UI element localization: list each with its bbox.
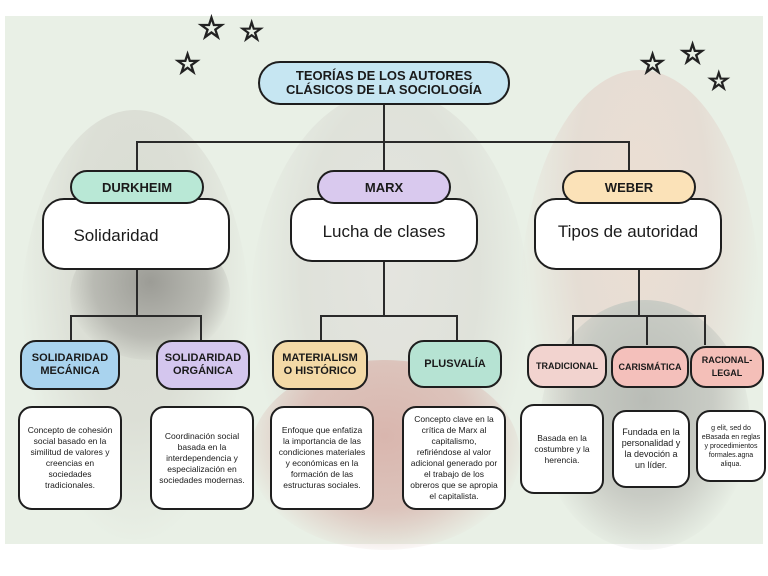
- connector-line: [70, 315, 72, 341]
- connector-line: [704, 315, 706, 345]
- diagram-title-text: TEORÍAS DE LOS AUTORES CLÁSICOS DE LA SO…: [286, 68, 482, 97]
- star-icon: ☆: [679, 38, 706, 69]
- star-icon: ☆: [707, 68, 730, 95]
- connector-line: [200, 315, 202, 341]
- weber-theme: Tipos de autoridad: [557, 222, 699, 241]
- star-icon: ☆: [239, 16, 264, 46]
- concept-label: CARISMÁTICA: [618, 361, 682, 372]
- description-text: Enfoque que enfatiza la importancia de l…: [278, 425, 366, 490]
- concept-tradicional: TRADICIONAL: [527, 344, 607, 388]
- connector-line: [136, 270, 138, 316]
- connector-line: [383, 262, 385, 316]
- weber-theme-box: Tipos de autoridad: [534, 198, 722, 270]
- concept-solidaridad-mecanica: SOLIDARIDAD MECÁNICA: [20, 340, 120, 390]
- concept-label: PLUSVALÍA: [424, 357, 486, 370]
- connector-line: [383, 141, 385, 171]
- weber-name: WEBER: [604, 179, 654, 195]
- concept-label: SOLIDARIDAD ORGÁNICA: [164, 352, 242, 377]
- star-icon: ☆: [174, 48, 201, 79]
- star-icon: ☆: [639, 48, 666, 79]
- concept-plusvalia: PLUSVALÍA: [408, 340, 502, 388]
- durkheim-name: DURKHEIM: [101, 179, 173, 195]
- star-icon: ☆: [197, 12, 225, 45]
- description-text: Basada en la costumbre y la herencia.: [534, 432, 590, 465]
- connector-line: [646, 315, 648, 345]
- connector-line: [136, 141, 138, 171]
- concept-label: TRADICIONAL: [536, 360, 598, 371]
- description-text: Coordinación social basada en la interde…: [159, 430, 245, 485]
- durkheim-theme: Solidaridad: [73, 226, 159, 245]
- description-racional-legal: g elit, sed do eBasada en reglas y proce…: [696, 410, 766, 482]
- marx-name: MARX: [364, 179, 404, 195]
- marx-name-box: MARX: [317, 170, 451, 204]
- description-text: Concepto de cohesión social basado en la…: [27, 425, 113, 490]
- concept-label: MATERIALISMO HISTÓRICO: [282, 352, 358, 377]
- description-text: g elit, sed do eBasada en reglas y proce…: [701, 424, 761, 468]
- durkheim-name-box: DURKHEIM: [70, 170, 204, 204]
- durkheim-theme-box: Solidaridad: [42, 198, 230, 270]
- concept-label: RACIONAL-LEGAL: [701, 355, 753, 378]
- concept-carismatica: CARISMÁTICA: [611, 346, 689, 388]
- description-text: Concepto clave en la crítica de Marx al …: [410, 414, 498, 501]
- marx-theme-box: Lucha de clases: [290, 198, 478, 262]
- description-carismatica: Fundada en la personalidad y la devoción…: [612, 410, 690, 488]
- diagram-title: TEORÍAS DE LOS AUTORES CLÁSICOS DE LA SO…: [258, 61, 510, 105]
- connector-line: [456, 315, 458, 341]
- concept-label: SOLIDARIDAD MECÁNICA: [31, 352, 109, 377]
- connector-line: [320, 315, 322, 341]
- concept-materialismo-historico: MATERIALISMO HISTÓRICO: [272, 340, 368, 390]
- description-solidaridad-organica: Coordinación social basada en la interde…: [150, 406, 254, 510]
- connector-line: [572, 315, 706, 317]
- concept-solidaridad-organica: SOLIDARIDAD ORGÁNICA: [156, 340, 250, 390]
- connector-line: [383, 104, 385, 142]
- description-materialismo-historico: Enfoque que enfatiza la importancia de l…: [270, 406, 374, 510]
- connector-line: [320, 315, 458, 317]
- weber-name-box: WEBER: [562, 170, 696, 204]
- marx-theme: Lucha de clases: [322, 222, 446, 241]
- connector-line: [638, 270, 640, 316]
- description-text: Fundada en la personalidad y la devoción…: [621, 427, 681, 470]
- connector-line: [136, 141, 629, 143]
- connector-line: [70, 315, 202, 317]
- connector-line: [572, 315, 574, 345]
- description-tradicional: Basada en la costumbre y la herencia.: [520, 404, 604, 494]
- concept-racional-legal: RACIONAL-LEGAL: [690, 346, 764, 388]
- description-plusvalia: Concepto clave en la crítica de Marx al …: [402, 406, 506, 510]
- connector-line: [628, 141, 630, 171]
- description-solidaridad-mecanica: Concepto de cohesión social basado en la…: [18, 406, 122, 510]
